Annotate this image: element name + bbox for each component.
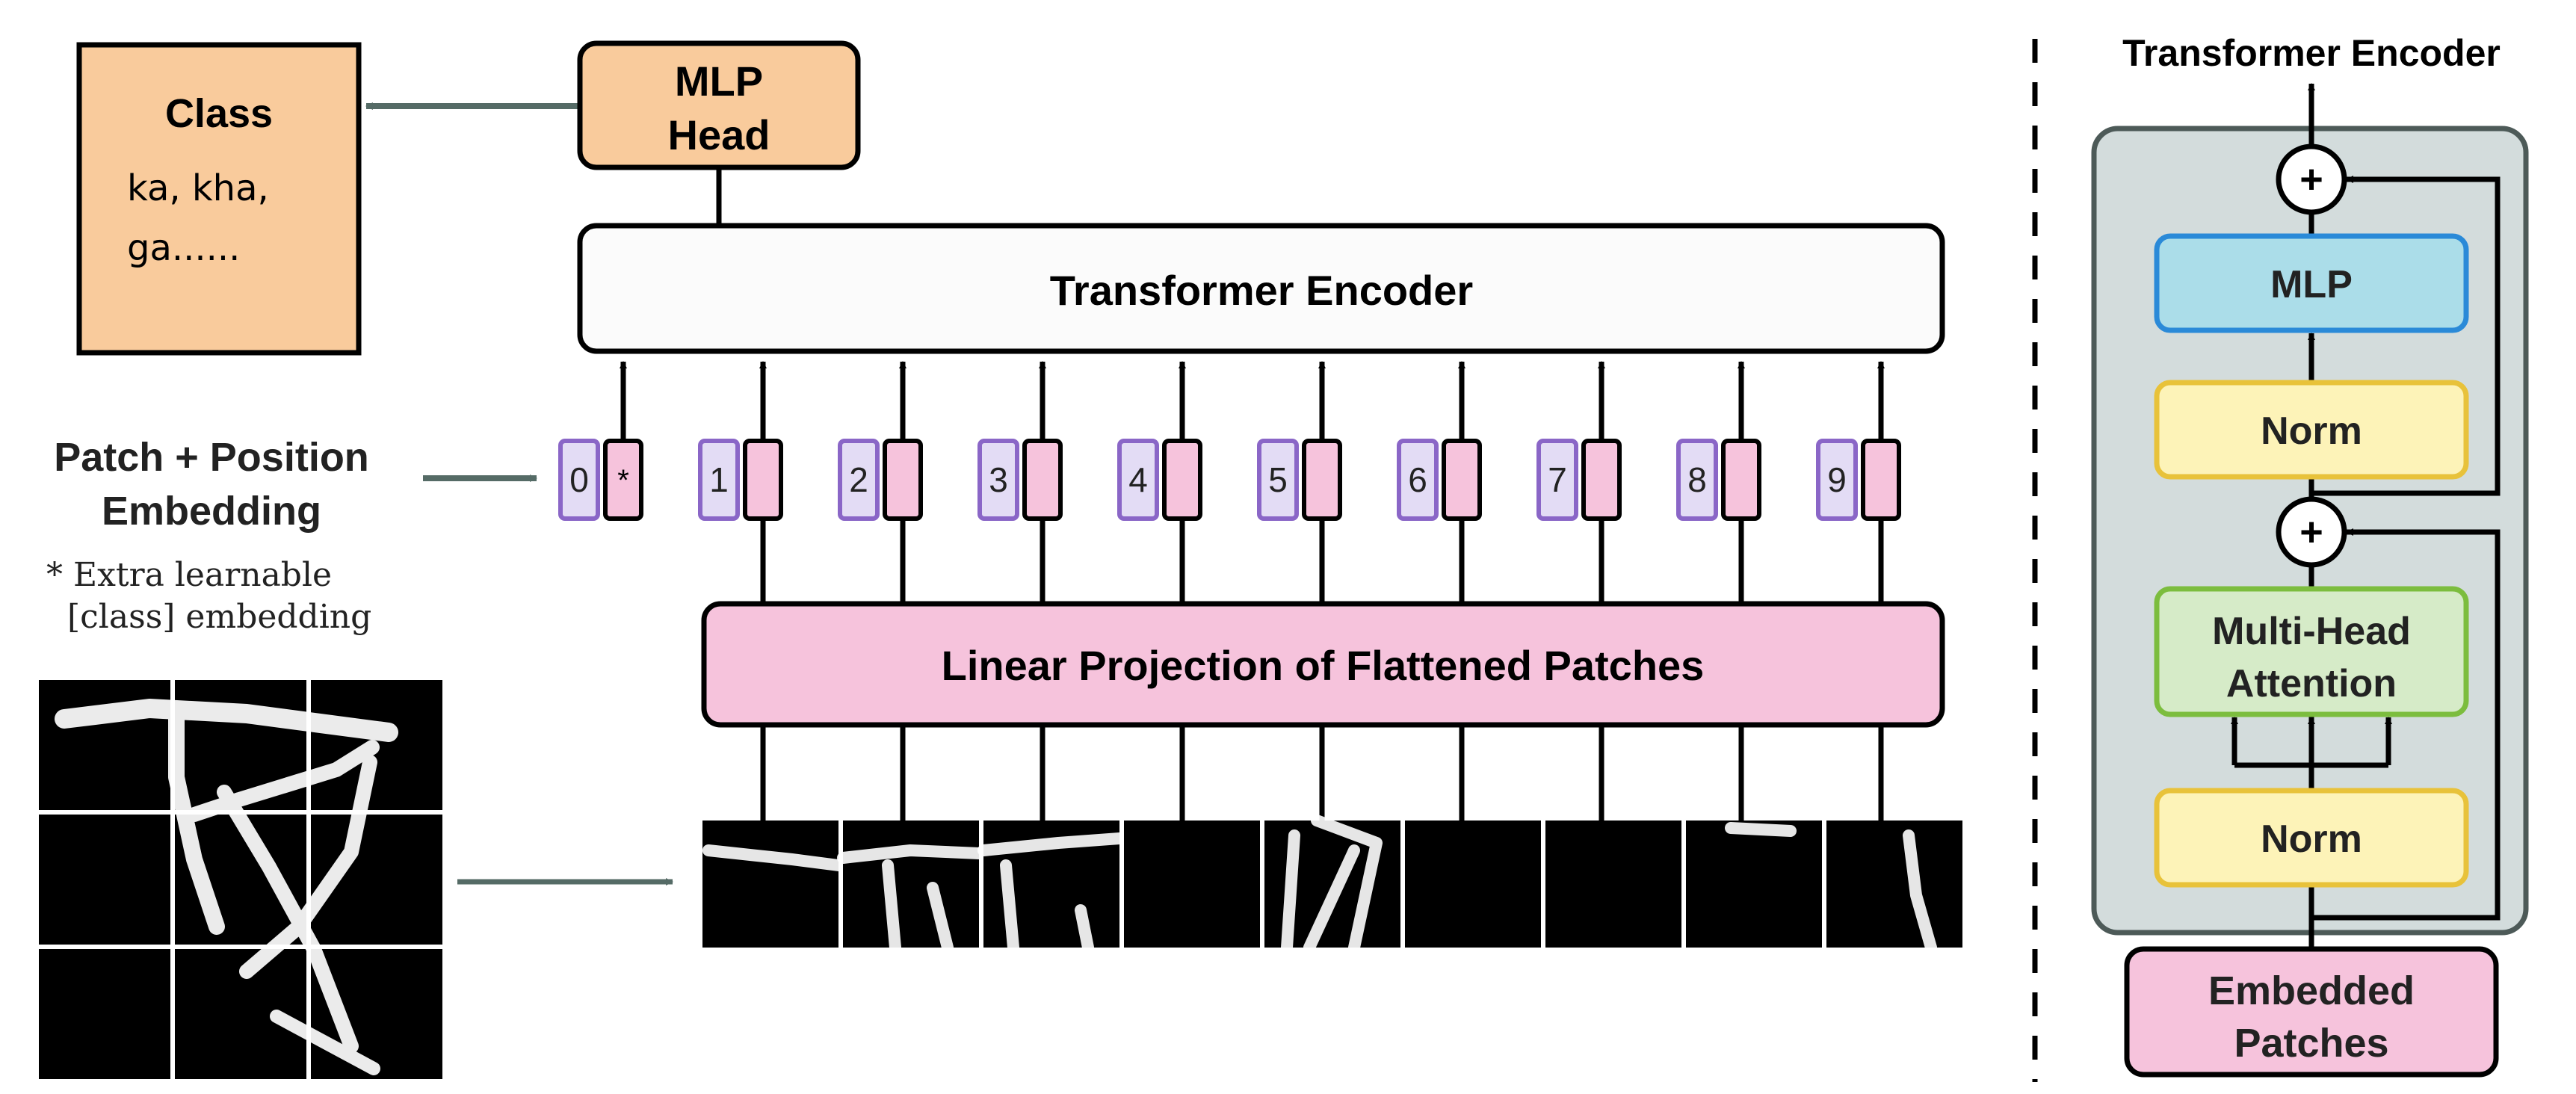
flattened-patch-4 — [1124, 820, 1260, 948]
input-patch-cell — [39, 949, 170, 1079]
position-embedding-3 — [977, 439, 1019, 521]
position-embedding-5 — [1257, 439, 1299, 521]
plus-symbol-top: + — [2299, 157, 2323, 202]
position-index-5: 5 — [1268, 460, 1288, 499]
detail-embedded-line2: Patches — [2234, 1021, 2388, 1066]
mlp-head-line2: Head — [668, 111, 770, 158]
embedding-label-line1: Patch + Position — [54, 435, 369, 480]
position-index-3: 3 — [989, 460, 1008, 499]
position-index-4: 4 — [1128, 460, 1148, 499]
mlp-head-box: MLP Head — [577, 40, 861, 170]
patch-embedding-3 — [1022, 439, 1063, 521]
position-index-6: 6 — [1408, 460, 1427, 499]
patch-embedding-4 — [1162, 439, 1202, 521]
token-pair-6: 6 — [1397, 361, 1482, 604]
patch-embedding-2 — [883, 439, 923, 521]
token-pair-1: 1 — [698, 361, 783, 604]
class-title: Class — [165, 91, 273, 136]
token-pair-0: 0* — [558, 361, 643, 521]
position-embedding-9 — [1816, 439, 1858, 521]
transformer-encoder-label: Transformer Encoder — [1050, 267, 1473, 314]
position-embedding-4 — [1117, 439, 1159, 521]
class-list-line2: ga...... — [127, 227, 240, 269]
input-patch-cell — [39, 815, 170, 945]
extra-note-line2: [class] embedding — [67, 598, 371, 636]
patch-embedding-7 — [1581, 439, 1622, 521]
transformer-encoder-box: Transformer Encoder — [577, 223, 1945, 354]
detail-norm-top-block: Norm — [2154, 380, 2469, 480]
patch-embedding-8 — [1721, 439, 1761, 521]
flattened-patch-7 — [1545, 820, 1681, 948]
position-index-1: 1 — [709, 460, 729, 499]
plus-symbol-bottom: + — [2299, 510, 2323, 554]
position-embedding-8 — [1676, 439, 1718, 521]
position-embedding-6 — [1397, 439, 1439, 521]
patch-embedding-1 — [743, 439, 783, 521]
input-character-image — [36, 677, 444, 1084]
residual-add-top: + — [2276, 143, 2347, 215]
token-pair-5: 5 — [1257, 361, 1342, 604]
flattened-patch-5 — [1264, 815, 1400, 954]
flattened-patch-8 — [1686, 820, 1822, 948]
linear-projection-label: Linear Projection of Flattened Patches — [942, 642, 1705, 689]
class-token-marker: * — [617, 464, 629, 497]
position-embedding-1 — [698, 439, 740, 521]
detail-attention-line1: Multi-Head — [2212, 610, 2411, 653]
position-index-8: 8 — [1687, 460, 1707, 499]
patch-embedding-6 — [1442, 439, 1482, 521]
detail-title: Transformer Encoder — [2122, 32, 2501, 74]
handwritten-glyph — [55, 699, 398, 1075]
position-index-9: 9 — [1827, 460, 1847, 499]
token-pair-2: 2 — [838, 361, 923, 604]
position-embedding-2 — [838, 439, 880, 521]
class-list-line1: ka, kha, — [127, 167, 269, 209]
detail-attention-line2: Attention — [2226, 662, 2397, 705]
patch-embedding-9 — [1861, 439, 1901, 521]
token-pair-4: 4 — [1117, 361, 1202, 604]
residual-path-top — [2311, 176, 2501, 496]
patch-connectors — [760, 725, 1884, 820]
flattened-patch-9 — [1826, 820, 1962, 954]
token-pair-9: 9 — [1816, 361, 1901, 604]
position-index-0: 0 — [569, 460, 589, 499]
flattened-patch-3 — [977, 820, 1125, 954]
flattened-patch-1 — [702, 820, 844, 948]
detail-attention-block: Multi-Head Attention — [2154, 586, 2469, 717]
token-pair-3: 3 — [977, 361, 1063, 604]
class-box: Class ka, kha, ga...... — [76, 42, 362, 356]
detail-embedded-line1: Embedded — [2208, 968, 2415, 1013]
extra-note-line1: * Extra learnable — [46, 556, 332, 594]
position-index-2: 2 — [849, 460, 868, 499]
position-index-7: 7 — [1548, 460, 1567, 499]
residual-path-bottom — [2311, 528, 2501, 921]
detail-norm-bottom-block: Norm — [2154, 788, 2469, 888]
flattened-patch-6 — [1405, 820, 1541, 948]
detail-embedded-patches-block: Embedded Patches — [2124, 946, 2499, 1078]
mlp-head-line1: MLP — [675, 58, 763, 105]
detail-mlp-block: MLP — [2154, 233, 2469, 333]
input-patch-cell — [311, 949, 442, 1079]
linear-projection-box: Linear Projection of Flattened Patches — [701, 601, 1945, 728]
detail-mlp-label: MLP — [2270, 263, 2353, 306]
position-embedding-7 — [1536, 439, 1578, 521]
position-embedding-0 — [558, 439, 600, 521]
residual-add-bottom: + — [2276, 496, 2347, 568]
embedding-label-line2: Embedding — [102, 489, 321, 534]
token-pair-8: 8 — [1676, 361, 1761, 604]
flattened-patch-2 — [837, 820, 985, 954]
token-pair-7: 7 — [1536, 361, 1622, 604]
detail-norm-top-label: Norm — [2261, 410, 2362, 453]
patch-embedding-5 — [1302, 439, 1342, 521]
flattened-patch-strip — [702, 815, 1962, 954]
detail-norm-bottom-label: Norm — [2261, 818, 2362, 861]
